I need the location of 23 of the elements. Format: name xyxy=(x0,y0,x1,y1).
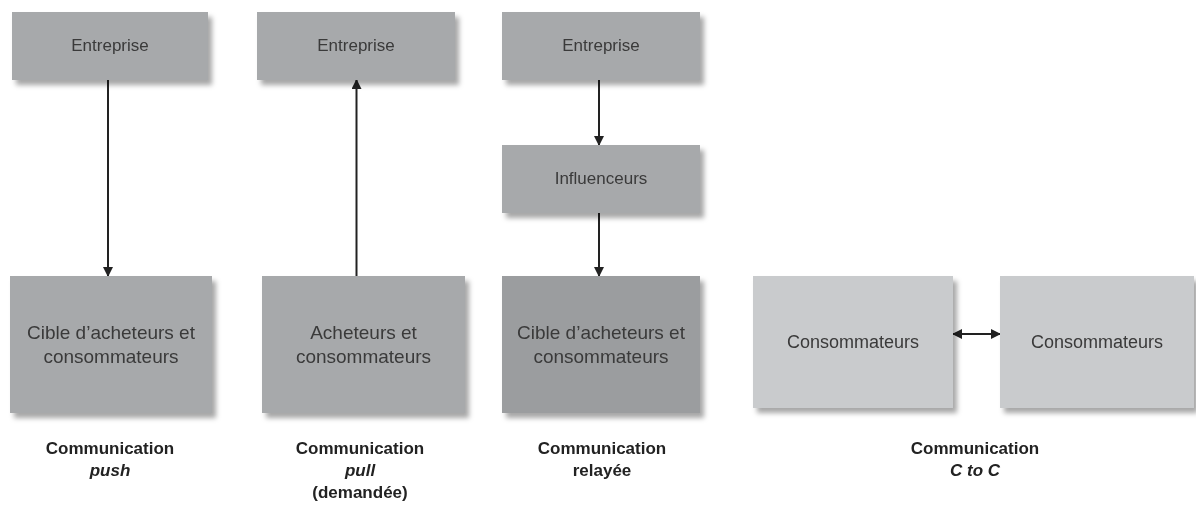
caption: C to C xyxy=(950,460,1000,482)
process-box: Entreprise xyxy=(12,12,208,80)
arrow xyxy=(594,212,604,277)
caption: Communication xyxy=(537,438,667,460)
process-box: Entreprise xyxy=(502,12,700,80)
caption: relayée xyxy=(572,460,632,482)
caption: push xyxy=(89,460,131,482)
caption: Communication xyxy=(910,438,1040,460)
process-box: Cible d’acheteurs et consommateurs xyxy=(10,276,212,413)
caption: Communication xyxy=(45,438,175,460)
arrow xyxy=(103,79,113,277)
process-box: Acheteurs et consommateurs xyxy=(262,276,465,413)
caption: pull xyxy=(344,460,376,482)
process-box: Consommateurs xyxy=(1000,276,1194,408)
process-box: Consommateurs xyxy=(753,276,953,408)
process-box: Influenceurs xyxy=(502,145,700,213)
process-box: Cible d’acheteurs et consommateurs xyxy=(502,276,700,413)
arrow xyxy=(351,79,362,277)
caption: (demandée) xyxy=(312,482,408,504)
caption: Communication xyxy=(295,438,425,460)
process-box: Entreprise xyxy=(257,12,455,80)
arrow xyxy=(594,79,604,146)
arrow xyxy=(952,329,1001,339)
